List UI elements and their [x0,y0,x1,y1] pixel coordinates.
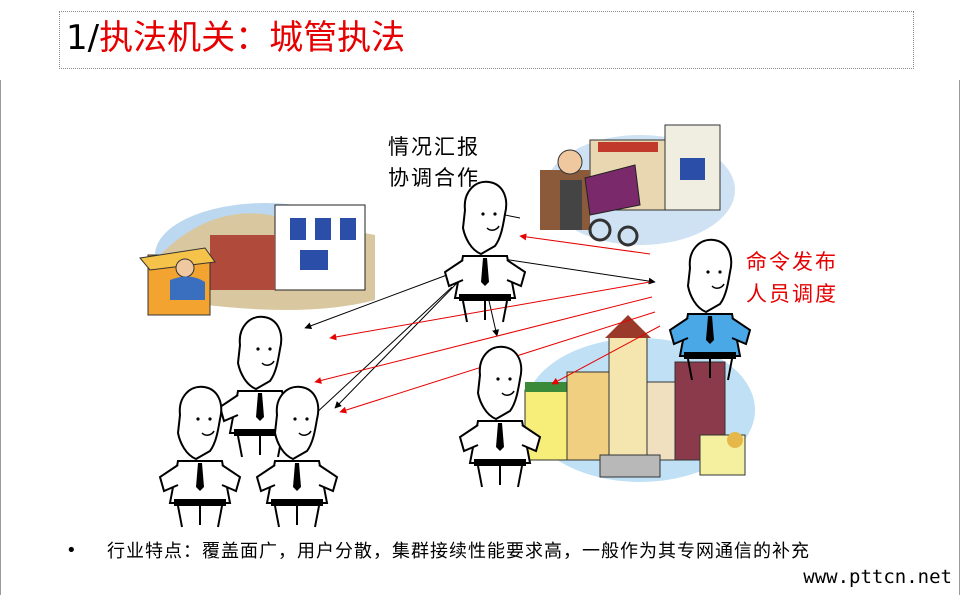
command-label-line2: 人员调度 [746,282,838,306]
street-scene-top-right [540,124,735,247]
slide-title: 1/执法机关：城管执法 [66,18,405,58]
report-arrows [299,205,656,429]
title-box: 1/执法机关：城管执法 [59,11,914,69]
title-number: 1/ [66,18,100,58]
street-scene-left [139,203,375,316]
report-label-line2: 协调合作 [388,166,480,190]
title-text: 执法机关：城管执法 [99,18,406,58]
watermark: www.pttcn.net [803,566,952,588]
bullet-marker: • [66,540,77,561]
report-label-line1: 情况汇报 [388,135,480,159]
slide-frame-left [0,80,1,595]
street-scene-bottom-right [524,315,755,482]
command-label-line1: 命令发布 [746,250,838,274]
officer-center [444,180,526,323]
bullet-text: 行业特点：覆盖面广，用户分散，集群接续性能要求高，一般作为其专网通信的补充 [107,541,810,562]
